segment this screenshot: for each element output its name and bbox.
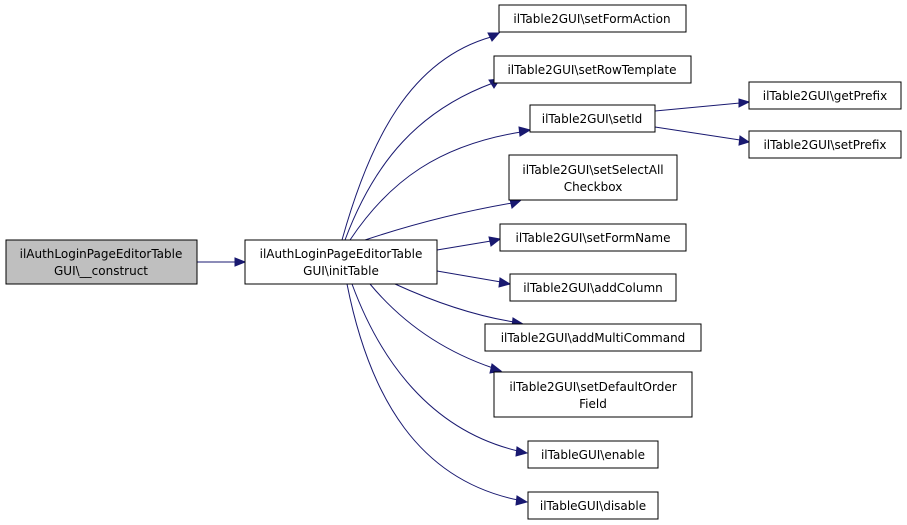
edge-initTable-setId [349,131,522,241]
edge-initTable-enable [351,283,519,452]
edge-initTable-addColumn-arrow [498,277,512,288]
node-enable-label: ilTableGUI\enable [541,448,645,462]
node-setSelectAllCheckbox[interactable]: ilTable2GUI\setSelectAll Checkbox [508,154,678,201]
node-initTable-line2: GUI\initTable [303,264,379,278]
edge-initTable-setDefaultOrderField [369,283,494,369]
node-setSelectAllCheckbox-line2: Checkbox [564,180,623,194]
node-addColumn[interactable]: ilTable2GUI\addColumn [509,273,677,302]
node-disable[interactable]: ilTableGUI\disable [527,491,659,520]
edge-initTable-setSelectAllCheckbox [364,202,513,241]
node-setFormName-label: ilTable2GUI\setFormName [516,231,671,245]
node-getPrefix-label: ilTable2GUI\getPrefix [763,89,887,103]
node-enable[interactable]: ilTableGUI\enable [527,440,659,469]
node-initTable[interactable]: ilAuthLoginPageEditorTable GUI\initTable [244,239,438,285]
node-construct-line2: GUI\__construct [54,264,148,278]
node-setFormName[interactable]: ilTable2GUI\setFormName [499,223,687,252]
edge-construct-initTable-arrow [234,257,247,267]
edge-initTable-setRowTemplate [344,82,494,241]
edge-setId-setPrefix [654,126,741,141]
node-construct-line1: ilAuthLoginPageEditorTable [20,247,183,261]
node-setFormAction-label: ilTable2GUI\setFormAction [513,12,670,26]
node-setId-label: ilTable2GUI\setId [542,112,643,126]
edge-initTable-addColumn [436,270,502,283]
edge-initTable-setId-arrow [518,126,532,137]
edge-initTable-setFormAction [341,36,492,241]
node-setDefaultOrderField-line2: Field [579,397,607,411]
node-setDefaultOrderField-line1: ilTable2GUI\setDefaultOrder [509,380,676,394]
node-setFormAction[interactable]: ilTable2GUI\setFormAction [498,4,687,33]
node-setPrefix-label: ilTable2GUI\setPrefix [763,138,886,152]
edge-setId-setPrefix-arrow [738,135,751,146]
node-addMultiCommand-label: ilTable2GUI\addMultiCommand [501,331,686,345]
edge-initTable-disable-arrow [515,495,529,506]
edge-initTable-setFormName [436,240,492,251]
node-construct[interactable]: ilAuthLoginPageEditorTable GUI\__constru… [5,239,198,285]
node-setPrefix[interactable]: ilTable2GUI\setPrefix [748,130,902,159]
edge-initTable-addMultiCommand [394,283,515,323]
edge-initTable-enable-arrow [515,446,529,457]
node-setRowTemplate-label: ilTable2GUI\setRowTemplate [507,63,676,77]
edge-initTable-setFormAction-arrow [487,32,501,42]
node-initTable-line1: ilAuthLoginPageEditorTable [260,247,423,261]
node-setSelectAllCheckbox-line1: ilTable2GUI\setSelectAll [522,163,663,177]
edge-setId-getPrefix [654,102,741,112]
node-addColumn-label: ilTable2GUI\addColumn [523,281,663,295]
edge-initTable-disable [346,283,519,501]
node-setId[interactable]: ilTable2GUI\setId [529,104,656,133]
node-setRowTemplate[interactable]: ilTable2GUI\setRowTemplate [493,55,692,84]
node-addMultiCommand[interactable]: ilTable2GUI\addMultiCommand [484,323,702,352]
edge-initTable-setFormName-arrow [488,236,502,247]
node-getPrefix[interactable]: ilTable2GUI\getPrefix [748,81,902,110]
node-disable-label: ilTableGUI\disable [540,499,646,513]
node-setDefaultOrderField[interactable]: ilTable2GUI\setDefaultOrder Field [493,371,693,418]
edge-setId-getPrefix-arrow [738,98,751,108]
